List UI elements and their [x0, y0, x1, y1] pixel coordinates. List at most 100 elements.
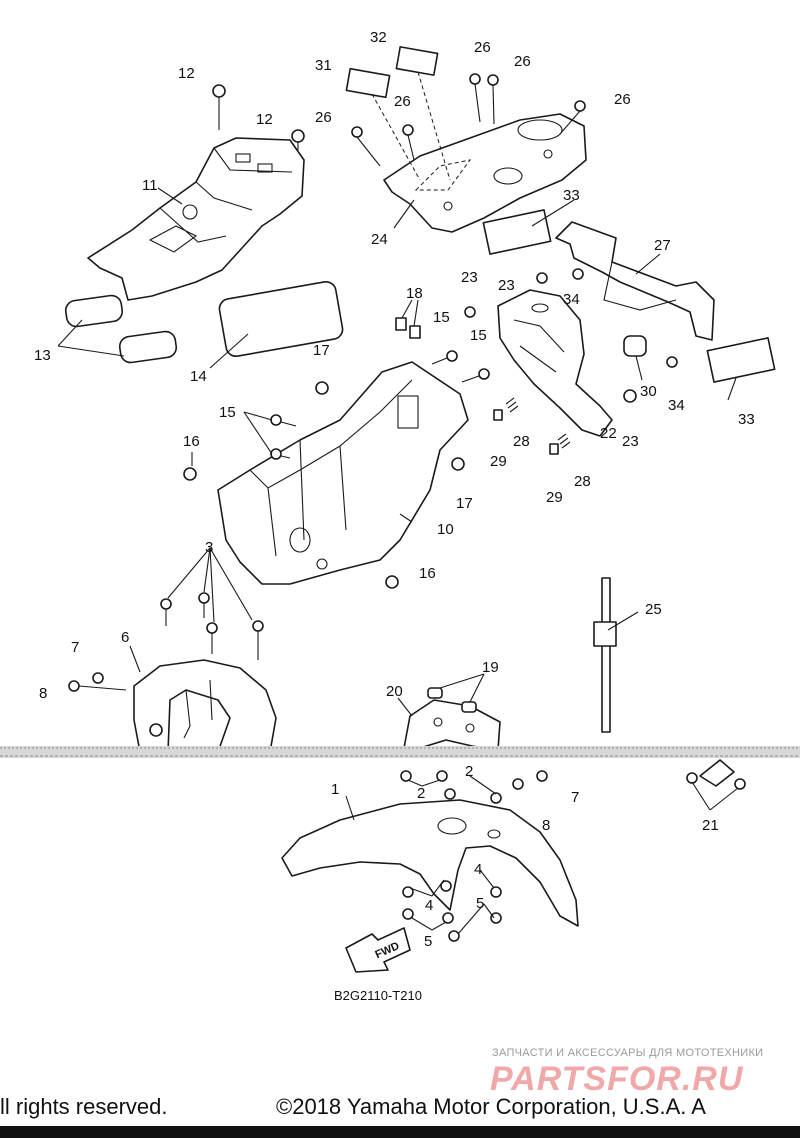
callout-28a: 28: [513, 433, 530, 450]
pad-13-a: [64, 294, 124, 328]
nut-16-b: [385, 575, 399, 589]
callout-18: 18: [406, 285, 423, 302]
bolt-12-b: [291, 129, 305, 150]
callout-34a: 34: [563, 291, 580, 308]
callout-26a: 26: [315, 109, 332, 126]
part-25-cable-tie: [593, 577, 617, 733]
callout-20: 20: [386, 683, 403, 700]
screw-23-c: [623, 389, 637, 403]
callout-17b: 17: [456, 495, 473, 512]
callout-12b: 12: [256, 111, 273, 128]
nut-34-a: [572, 268, 584, 280]
callout-26c: 26: [474, 39, 491, 56]
screws-21: [686, 759, 746, 790]
callout-6: 6: [121, 629, 129, 646]
callout-26e: 26: [614, 91, 631, 108]
grommet-19-a: [427, 687, 443, 699]
callout-23a: 23: [461, 269, 478, 286]
callout-8a: 8: [39, 685, 47, 702]
callout-4b: 4: [474, 861, 482, 878]
callout-17a: 17: [313, 342, 330, 359]
callout-8b: 8: [542, 817, 550, 834]
reflector-33-a: [482, 209, 552, 255]
callout-31: 31: [315, 57, 332, 74]
callout-7a: 7: [71, 639, 79, 656]
callout-15b: 15: [433, 309, 450, 326]
callout-33b: 33: [738, 411, 755, 428]
grommet-17-a: [315, 381, 329, 395]
callout-3: 3: [205, 539, 213, 556]
callout-21: 21: [702, 817, 719, 834]
washer-7-b: [536, 770, 548, 782]
clip-18-a: [395, 317, 407, 331]
watermark-tagline: ЗАПЧАСТИ И АКСЕССУАРЫ ДЛЯ МОТОТЕХНИКИ: [492, 1047, 763, 1059]
callout-32: 32: [370, 29, 387, 46]
callout-22: 22: [600, 425, 617, 442]
reflector-33-b: [706, 337, 776, 383]
label-32: [395, 46, 439, 76]
bolts-3: [160, 592, 264, 660]
callout-leaders: [57, 187, 739, 935]
callout-2b: 2: [465, 763, 473, 780]
callout-2a: 2: [417, 785, 425, 802]
springs-28-29: [493, 397, 571, 455]
callout-13: 13: [34, 347, 51, 364]
part-22-plate-bracket: [497, 289, 613, 437]
callout-16a: 16: [183, 433, 200, 450]
callout-14: 14: [190, 368, 207, 385]
plate-14: [218, 280, 344, 358]
callout-26d: 26: [514, 53, 531, 70]
callout-33a: 33: [563, 187, 580, 204]
callout-29a: 29: [490, 453, 507, 470]
bolt-8-b: [512, 778, 524, 790]
callout-12a: 12: [178, 65, 195, 82]
callout-15c: 15: [470, 327, 487, 344]
watermark-brand: PARTSFOR.RU: [490, 1060, 744, 1098]
callout-15a: 15: [219, 404, 236, 421]
label-31: [345, 67, 391, 99]
part-24-rear-cowl: [383, 113, 587, 233]
bolts-15: [270, 350, 490, 460]
footer-copyright: ©2018 Yamaha Motor Corporation, U.S.A. A: [276, 1094, 706, 1119]
washers-2: [400, 770, 502, 804]
callout-11: 11: [142, 177, 158, 194]
callout-7b: 7: [571, 789, 579, 806]
washer-7-a: [92, 672, 104, 684]
clip-18-b: [409, 325, 421, 339]
bolt-8-a: [68, 680, 80, 692]
pad-13-b: [118, 330, 178, 364]
callout-4a: 4: [425, 897, 433, 914]
part-20-stay: [403, 699, 501, 751]
callout-30: 30: [640, 383, 657, 400]
footer-rights: ll rights reserved.: [0, 1094, 168, 1119]
bolt-12-a: [212, 84, 226, 130]
callout-16b: 16: [419, 565, 436, 582]
part-10-rear-tray: [217, 361, 469, 585]
nut-16-a: [183, 467, 197, 481]
screw-23-a: [464, 306, 476, 318]
drawing-code: B2G2110-T210: [334, 988, 422, 1003]
callout-24: 24: [371, 231, 388, 248]
callout-5b: 5: [476, 895, 484, 912]
nuts-4-5: [402, 880, 502, 942]
callout-19: 19: [482, 659, 499, 676]
scan-band: [0, 746, 800, 758]
callout-numbers: 1 2 2 3 4 4 5 5 6 7 7 8 8 10 11 12 12 13…: [34, 29, 755, 950]
callout-34b: 34: [668, 397, 685, 414]
grommet-17-b: [451, 457, 465, 471]
callout-23c: 23: [622, 433, 639, 450]
nut-34-b: [666, 356, 678, 368]
callout-23b: 23: [498, 277, 515, 294]
callout-29b: 29: [546, 489, 563, 506]
part-27-license-holder: [555, 221, 715, 341]
callout-27: 27: [654, 237, 671, 254]
grommet-19-b: [461, 701, 477, 713]
callout-26b: 26: [394, 93, 411, 110]
callout-1: 1: [331, 781, 339, 798]
pad-30: [623, 335, 647, 357]
part-1-front-fender: [281, 799, 579, 927]
callout-28b: 28: [574, 473, 591, 490]
bottom-bar: [0, 1126, 800, 1138]
screw-23-b: [536, 272, 548, 284]
